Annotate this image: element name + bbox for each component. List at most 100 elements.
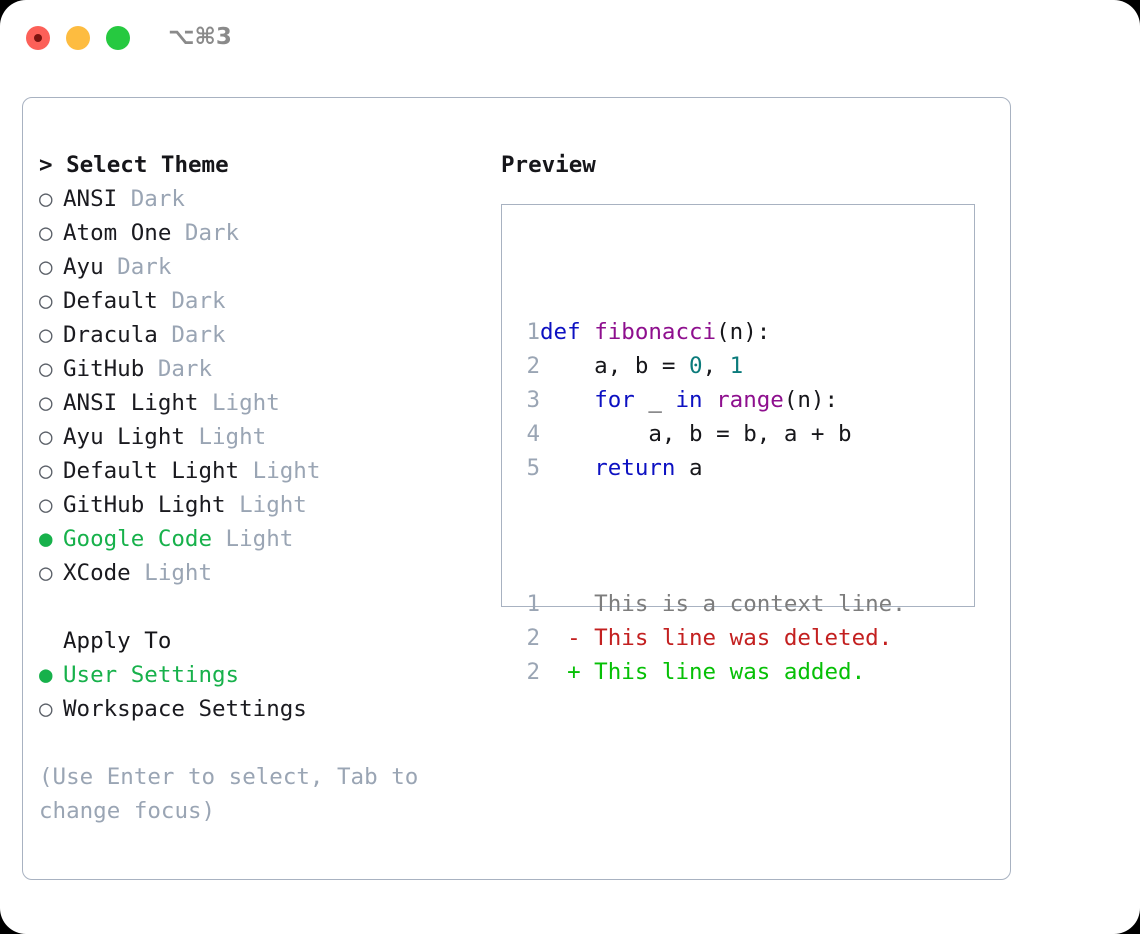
apply-to-option[interactable]: ● User Settings xyxy=(39,658,489,692)
apply-to-option-name: User Settings xyxy=(63,662,240,688)
minimize-button-icon[interactable] xyxy=(66,26,90,50)
theme-option-name: ANSI xyxy=(63,186,118,212)
code-token: return xyxy=(594,455,676,481)
diff-marker: + xyxy=(540,659,581,685)
diff-sample: 1 This is a context line. 2 - This line w… xyxy=(514,587,906,689)
radio-unselected-icon[interactable]: ○ xyxy=(39,186,53,212)
theme-list[interactable]: ○ANSI Dark○Atom One Dark○Ayu Dark○Defaul… xyxy=(39,182,489,590)
theme-option-tag: Dark xyxy=(103,254,172,280)
diff-marker xyxy=(540,591,581,617)
theme-option-tag: Light xyxy=(239,458,321,484)
radio-unselected-icon[interactable]: ○ xyxy=(39,458,53,484)
window-controls xyxy=(26,26,130,50)
theme-option[interactable]: ○ XCode Light xyxy=(39,556,489,590)
keyboard-hint-text: (Use Enter to select, Tab to change focu… xyxy=(39,764,432,824)
theme-option-name: ANSI Light xyxy=(63,390,199,416)
main-panel: > Select Theme ○ANSI Dark○Atom One Dark○… xyxy=(22,97,1011,880)
line-number: 1 xyxy=(526,591,540,617)
apply-to-option[interactable]: ○ Workspace Settings xyxy=(39,692,489,726)
diff-text: This line was deleted. xyxy=(580,625,893,651)
theme-option-name: GitHub xyxy=(63,356,145,382)
code-token xyxy=(540,387,594,413)
radio-unselected-icon[interactable]: ○ xyxy=(39,288,53,314)
code-token xyxy=(540,455,594,481)
radio-unselected-icon[interactable]: ○ xyxy=(39,220,53,246)
theme-option[interactable]: ○ Dracula Dark xyxy=(39,318,489,352)
code-token: 0 xyxy=(689,353,703,379)
theme-option[interactable]: ○ GitHub Dark xyxy=(39,352,489,386)
apply-to-list[interactable]: ● User Settings ○ Workspace Settings xyxy=(39,658,489,726)
title-bar: ⌥⌘3 xyxy=(0,0,1140,76)
line-number: 2 xyxy=(526,625,540,651)
theme-option[interactable]: ○ Ayu Dark xyxy=(39,250,489,284)
theme-option-name: Dracula xyxy=(63,322,158,348)
apply-to-option-name: Workspace Settings xyxy=(63,696,307,722)
theme-option-tag: Dark xyxy=(117,186,185,212)
theme-option-name: XCode xyxy=(63,560,131,586)
theme-option-tag: Light xyxy=(198,390,280,416)
theme-option[interactable]: ○ ANSI Light Light xyxy=(39,386,489,420)
code-token: def xyxy=(540,319,581,345)
theme-option-tag: Light xyxy=(212,526,294,552)
code-line: 3 for _ in range(n): xyxy=(514,383,906,417)
theme-option[interactable]: ○ Default Light Light xyxy=(39,454,489,488)
code-line: 2 a, b = 0, 1 xyxy=(514,349,906,383)
code-token: a, b = xyxy=(540,353,690,379)
theme-option[interactable]: ○ GitHub Light Light xyxy=(39,488,489,522)
theme-option[interactable]: ● Google Code Light xyxy=(39,522,489,556)
theme-option-tag: Light xyxy=(225,492,307,518)
radio-selected-icon[interactable]: ● xyxy=(39,526,53,552)
radio-unselected-icon[interactable]: ○ xyxy=(39,254,53,280)
radio-unselected-icon[interactable]: ○ xyxy=(39,356,53,382)
keyboard-shortcut-label: ⌥⌘3 xyxy=(168,24,232,50)
theme-option-name: GitHub Light xyxy=(63,492,226,518)
diff-text: This line was added. xyxy=(580,659,866,685)
diff-marker: - xyxy=(540,625,581,651)
line-number: 2 xyxy=(526,659,540,685)
code-token: 1 xyxy=(729,353,744,379)
radio-unselected-icon[interactable]: ○ xyxy=(39,424,53,450)
radio-unselected-icon[interactable]: ○ xyxy=(39,322,53,348)
theme-option-tag: Dark xyxy=(144,356,213,382)
code-token xyxy=(581,319,595,345)
maximize-button-icon[interactable] xyxy=(106,26,130,50)
theme-option[interactable]: ○ Ayu Light Light xyxy=(39,420,489,454)
theme-option-name: Ayu xyxy=(63,254,104,280)
theme-option-name: Google Code xyxy=(63,526,213,552)
theme-option[interactable]: ○Default Dark xyxy=(39,284,489,318)
line-number: 5 xyxy=(526,455,540,481)
theme-option-name: Atom One xyxy=(63,220,172,246)
theme-option[interactable]: ○ ANSI Dark xyxy=(39,182,489,216)
code-line: 1def fibonacci(n): xyxy=(514,315,906,349)
theme-option[interactable]: ○ Atom One Dark xyxy=(39,216,489,250)
radio-unselected-icon[interactable]: ○ xyxy=(39,696,53,722)
code-token: in xyxy=(675,387,703,413)
radio-unselected-icon[interactable]: ○ xyxy=(39,560,53,586)
diff-line: 2 + This line was added. xyxy=(514,655,906,689)
theme-option-tag: Dark xyxy=(157,288,226,314)
theme-option-tag: Dark xyxy=(157,322,226,348)
close-button-icon[interactable] xyxy=(26,26,50,50)
theme-option-tag: Dark xyxy=(171,220,240,246)
code-token: a xyxy=(675,455,703,481)
spacer xyxy=(39,590,489,624)
radio-selected-icon[interactable]: ● xyxy=(39,662,53,688)
apply-to-header: Apply To xyxy=(63,628,172,654)
theme-option-tag: Light xyxy=(130,560,213,586)
code-token: a, b = b, a + b xyxy=(540,421,852,447)
diff-line: 1 This is a context line. xyxy=(514,587,905,621)
theme-option-name: Ayu Light xyxy=(63,424,185,450)
theme-option-name: Default Light xyxy=(63,458,240,484)
radio-unselected-icon[interactable]: ○ xyxy=(39,390,53,416)
code-token xyxy=(703,387,717,413)
theme-option-tag: Light xyxy=(184,424,267,450)
code-token: range xyxy=(716,387,784,413)
code-token: fibonacci xyxy=(594,319,717,345)
radio-unselected-icon[interactable]: ○ xyxy=(39,492,53,518)
select-theme-header: > Select Theme xyxy=(39,152,229,178)
